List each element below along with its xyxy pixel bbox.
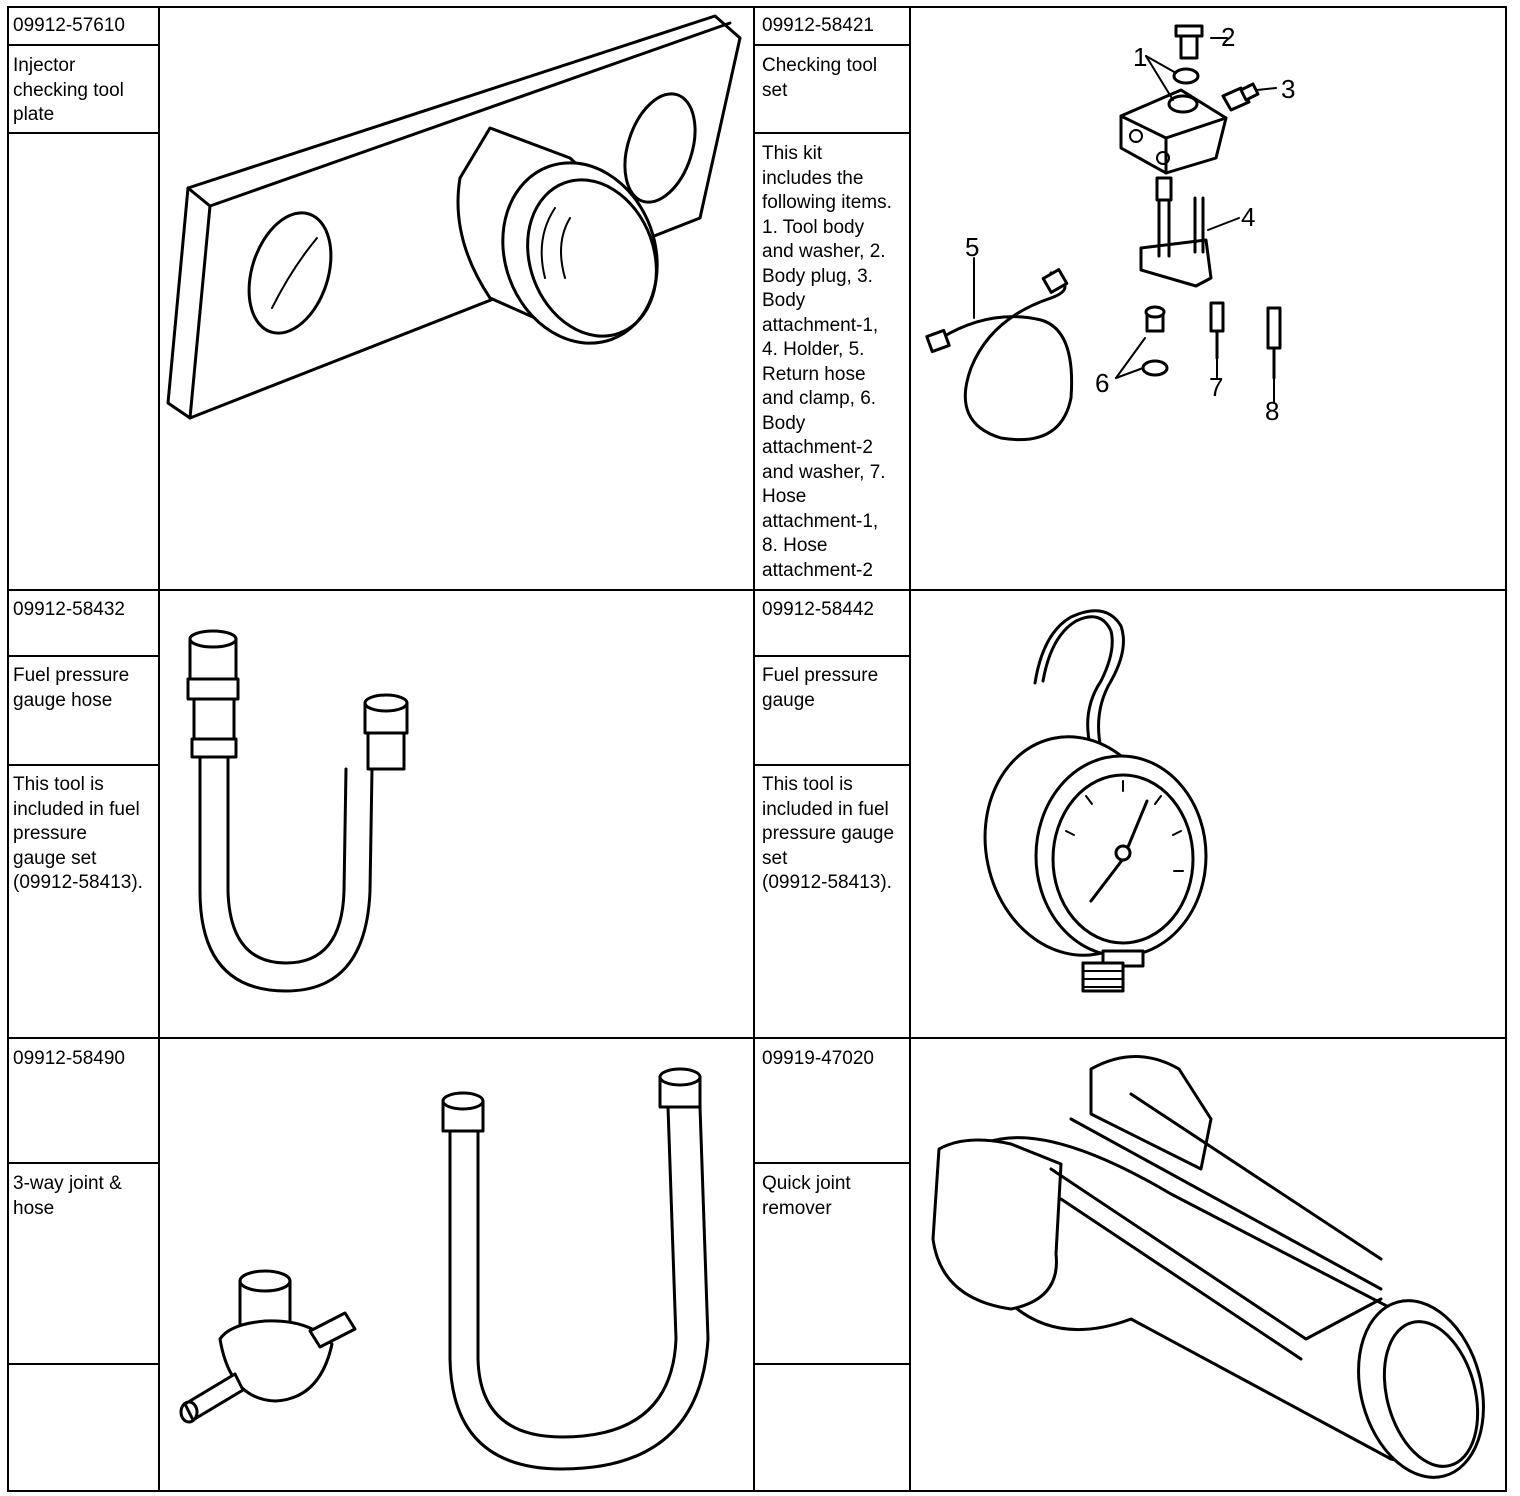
tool-note: This kit includes the following items. 1… — [762, 143, 892, 581]
callout-label: 6 — [1095, 368, 1109, 398]
quick-joint-remover-drawing — [931, 1055, 1485, 1479]
cell-divider — [7, 44, 159, 46]
fuel-pressure-gauge-hose-drawing — [186, 629, 409, 993]
tool-note: This tool is included in fuel pressure g… — [13, 774, 143, 893]
fuel-pressure-gauge-drawing — [983, 609, 1208, 993]
cell-divider — [7, 1363, 159, 1365]
callout-label: 8 — [1265, 396, 1279, 426]
cell-divider — [753, 1363, 911, 1365]
tool-number: 09912-57610 — [13, 15, 125, 36]
injector-checking-tool-plate-drawing — [166, 14, 742, 420]
cell-divider — [7, 132, 159, 134]
cell-divider — [7, 1162, 159, 1164]
three-way-joint-and-hose-drawing — [179, 1067, 710, 1471]
tool-name: Quick joint remover — [762, 1173, 851, 1219]
tool-number: 09912-58490 — [13, 1048, 125, 1069]
cell-divider — [753, 764, 911, 766]
cell-divider — [753, 44, 911, 46]
tool-name: Fuel pressure gauge — [762, 665, 879, 711]
tool-number: 09919-47020 — [762, 1048, 874, 1069]
cell-divider — [7, 764, 159, 766]
callout-label: 2 — [1221, 22, 1235, 52]
column-divider — [909, 6, 911, 1492]
tool-table — [7, 6, 1507, 1492]
tool-number: 09912-58421 — [762, 15, 874, 36]
callout-label: 1 — [1133, 42, 1147, 72]
callout-label: 5 — [965, 232, 979, 262]
tool-number: 09912-58442 — [762, 599, 874, 620]
cell-divider — [7, 655, 159, 657]
tool-name: Checking tool set — [762, 55, 878, 101]
cell-divider — [753, 1162, 911, 1164]
cell-divider — [753, 132, 911, 134]
callout-label: 4 — [1241, 202, 1255, 232]
checking-tool-set-drawing: 1 2 3 4 5 6 7 8 — [925, 22, 1295, 442]
tool-note: This tool is included in fuel pressure g… — [762, 774, 895, 893]
tool-number: 09912-58432 — [13, 599, 125, 620]
callout-label: 7 — [1209, 372, 1223, 402]
row-divider — [7, 589, 1507, 591]
callout-label: 3 — [1281, 74, 1295, 104]
column-divider — [158, 6, 160, 1492]
tool-name: 3-way joint & hose — [13, 1173, 122, 1219]
tool-name: Fuel pressure gauge hose — [13, 665, 130, 711]
row-divider — [7, 1037, 1507, 1039]
cell-divider — [753, 655, 911, 657]
tool-name: Injector checking tool plate — [13, 55, 124, 125]
column-divider — [753, 6, 755, 1492]
